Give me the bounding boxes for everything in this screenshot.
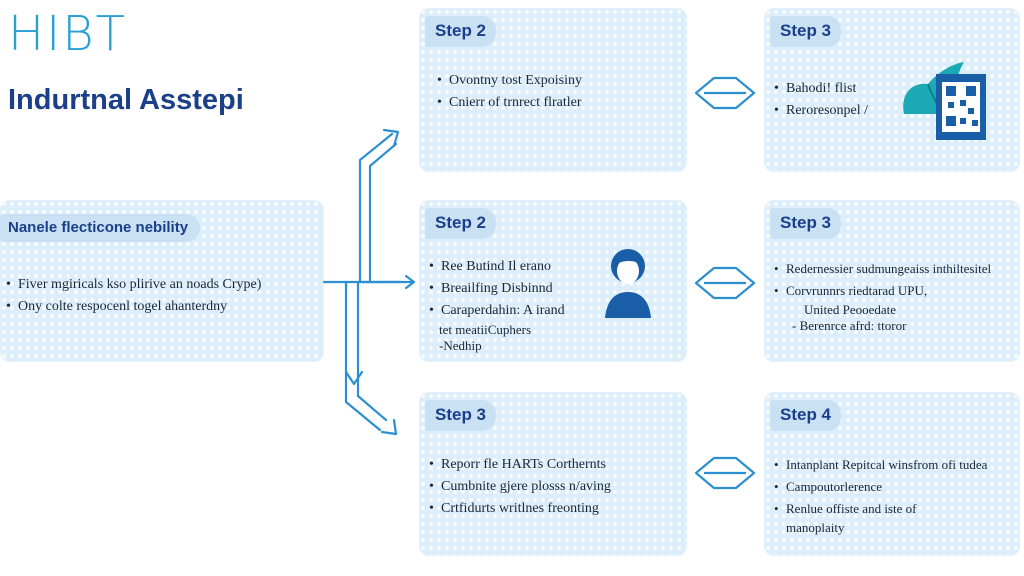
step-tag: Step 3 <box>770 208 842 239</box>
step-list: •Reporr fle HARTs Corthernts •Cumbnite g… <box>429 454 611 520</box>
arrow-bracket-icon <box>322 128 416 436</box>
step-list: •Ovontny tost Expoisiny •Cnierr of trnre… <box>437 70 582 114</box>
logo-text: HIBT <box>8 6 127 62</box>
list-item: •Cnierr of trnrect flratler <box>437 95 582 110</box>
step-panel-row2-middle: Step 2 •Ree Butind Il erano •Breailfing … <box>419 200 687 362</box>
list-item: •Ovontny tost Expoisiny <box>437 73 583 88</box>
double-arrow-icon <box>694 76 756 110</box>
step-tag: Step 2 <box>425 208 497 239</box>
double-arrow-icon <box>694 266 756 300</box>
double-arrow-icon <box>694 456 756 490</box>
step-tag: Step 2 <box>425 16 497 47</box>
list-item: •Bahodi! flist <box>774 81 857 96</box>
step-panel-row3-right: Step 4 •Intanplant Repitcal winsfrom ofi… <box>764 392 1020 556</box>
step-list: •Bahodi! flist •Reroresonpel / <box>774 78 868 122</box>
list-item: •Renlue offiste and iste of <box>774 501 917 516</box>
step-tag: Step 3 <box>770 16 842 47</box>
step-panel-row1-right: Step 3 •Bahodi! flist •Reroresonpel / <box>764 8 1020 172</box>
step-list: •Ree Butind Il erano •Breailfing Disbinn… <box>429 256 565 354</box>
person-icon <box>605 249 651 318</box>
step-tag: Step 3 <box>425 400 497 431</box>
step-tag: Step 4 <box>770 400 842 431</box>
step-panel-row2-right: Step 3 •Redernessier sudmungeaiss inthil… <box>764 200 1020 362</box>
page-title: Indurtnal Asstepi <box>8 84 244 116</box>
list-item: •Intanplant Repitcal winsfrom ofi tudea <box>774 457 988 472</box>
list-item: •Ree Butind Il erano <box>429 259 552 274</box>
list-subitem: tet meatiiCuphers <box>439 322 532 337</box>
list-item: •Caraperdahin: A irand <box>429 303 565 318</box>
list-subitem: United Peooedate <box>804 302 897 317</box>
left-panel: Nanele flecticone nebility •Fiver mgiric… <box>0 200 324 362</box>
list-subitem: - Berenrce afrd: ttoror <box>792 318 907 333</box>
left-panel-title: Nanele flecticone nebility <box>0 214 201 242</box>
list-item: •Campoutorlerence <box>774 479 883 494</box>
list-item: •Fiver mgiricals kso plirive an noads Cr… <box>6 277 262 292</box>
step-list: •Intanplant Repitcal winsfrom ofi tudea … <box>774 454 987 536</box>
step-panel-row1-middle: Step 2 •Ovontny tost Expoisiny •Cnierr o… <box>419 8 687 172</box>
document-qr-icon <box>903 62 986 140</box>
list-item-continuation: manoplaity <box>786 520 845 535</box>
left-panel-list: •Fiver mgiricals kso plirive an noads Cr… <box>6 274 261 318</box>
list-item: •Reporr fle HARTs Corthernts <box>429 457 606 472</box>
step-panel-row3-middle: Step 3 •Reporr fle HARTs Corthernts •Cum… <box>419 392 687 556</box>
list-item: •Breailfing Disbinnd <box>429 281 553 296</box>
list-item: •Crtfidurts writlnes freonting <box>429 501 599 516</box>
list-subitem: -Nedhip <box>439 338 482 353</box>
list-item: •Reroresonpel / <box>774 103 869 118</box>
list-item: •Redernessier sudmungeaiss inthiltesitel <box>774 261 992 276</box>
list-item: •Cumbnite gjere plosss n/aving <box>429 479 611 494</box>
list-item: •Ony colte respocenl togel ahanterdny <box>6 299 228 314</box>
list-item: •Corvrunnrs riedtarad UPU, <box>774 283 928 298</box>
step-list: •Redernessier sudmungeaiss inthiltesitel… <box>774 258 991 334</box>
